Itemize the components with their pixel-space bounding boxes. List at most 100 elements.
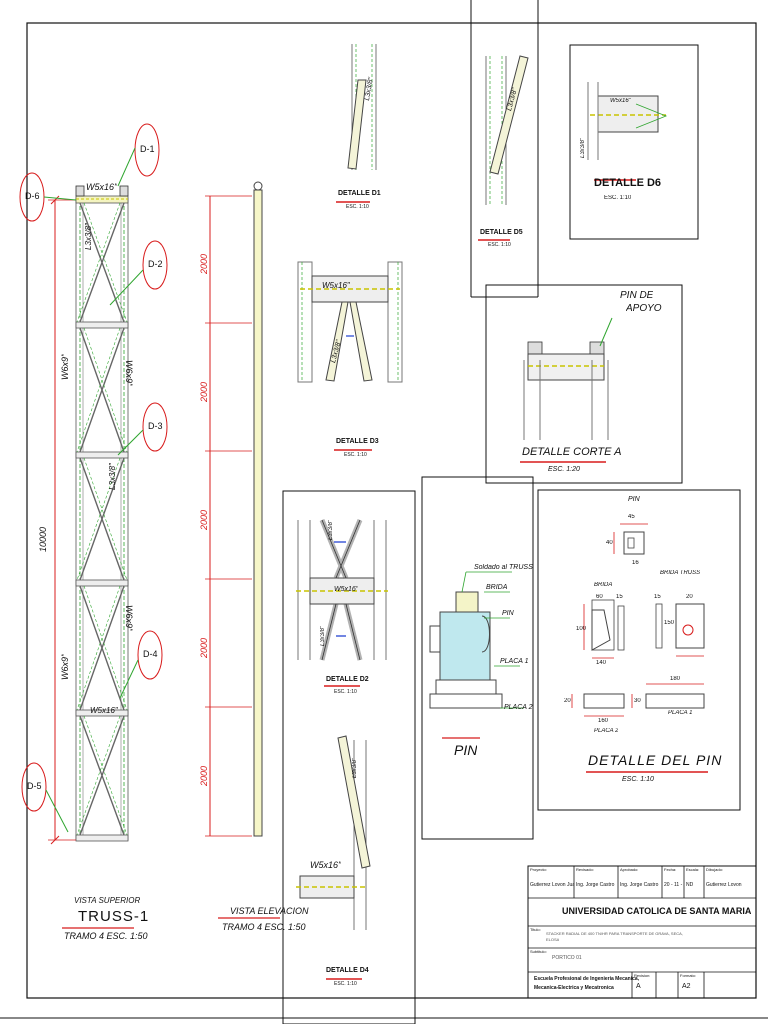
pin-detail-dim: 40 [606,540,613,546]
top-view-title: VISTA SUPERIOR [74,896,141,905]
pin-detail-dim: 15 [616,594,623,600]
d6-beam-label: W5x16" [610,98,631,104]
pin-view-pin: PIN [502,610,514,617]
d6-scale: ESC. 1:10 [604,195,632,201]
pin-view-placa-2: PLACA 2 [504,704,533,711]
truss-label-w6-right-1: W6x9" [124,360,134,387]
elevation-title: VISTA ELEVACION [230,906,309,916]
d6-title: DETALLE D6 [594,177,662,189]
detail-corte-a-drawing [485,284,683,484]
truss-label-w6-left-2: W6x9" [60,653,70,680]
pin-detail-scale: ESC. 1:10 [622,776,654,783]
detail-marker-d4: D-4 [143,649,158,659]
corte-a-title: DETALLE CORTE A [522,446,622,458]
tb-revision: A [636,983,641,990]
tb-header-formato: Formato: [680,973,697,978]
d1-scale: ESC. 1:10 [346,204,369,210]
tb-header-subtitulo: Subtitulo: [530,949,547,954]
truss-label-w6-left-1: W6x9" [60,353,70,380]
d5-title: DETALLE D5 [480,229,523,236]
detail-marker-d2: D-2 [148,259,163,269]
pin-detail-placa-1-label: PLACA 1 [668,710,693,716]
tb-header-dibujado: Dibujado: [706,867,723,872]
corte-a-pin-label-1: PIN DE [620,290,654,301]
pin-view-brida: BRIDA [486,584,508,591]
tb-escuela-line-2: Mecanica-Electrica y Mecatronica [534,985,614,991]
truss-total-length: 10000 [38,526,48,552]
d6-angle-label: L3x3/8" [580,137,586,158]
truss-label-w6-right-2: W6x9" [124,605,134,632]
d2-angle-label: L3x3/8" [320,625,326,646]
tb-revisado: Ing. Jorge Castro [576,882,615,888]
detail-d5-drawing [470,0,539,298]
pin-detail-dim: 140 [596,660,607,666]
corte-a-scale: ESC. 1:20 [548,466,580,473]
tb-header-proyecto: Proyecto: [530,867,547,872]
tb-header-titulo: Titulo: [530,927,541,932]
tb-aprobado: Ing. Jorge Castro [620,882,659,888]
title-block-frame [527,865,757,999]
pin-view-drawing [421,476,534,840]
detail-marker-d6: D-6 [25,191,40,201]
tb-escuela-line-1: Escuela Profesional de Ingenieria Mecani… [534,976,640,982]
elevation-view [205,181,280,919]
detail-d1-drawing [336,44,377,203]
sheet-frame [26,22,757,999]
tb-university: UNIVERSIDAD CATOLICA DE SANTA MARIA [562,906,752,916]
d4-title: DETALLE D4 [326,967,369,974]
pin-detail-brida-truss-label: BRIDA TRUSS [660,570,701,576]
corte-a-pin-label-2: APOYO [626,303,662,314]
tb-fecha: 20 - 11 - 2019 [664,882,684,888]
pin-view-title: PIN [454,742,478,758]
tb-proyecto: Gutierrez Lovon Juan [530,882,574,888]
d3-scale: ESC. 1:10 [344,452,367,458]
pin-detail-dim: 20 [564,698,571,704]
detail-d3-drawing [297,261,403,451]
tb-header-fecha: Fecha: [664,867,677,872]
detail-marker-d3: D-3 [148,421,163,431]
pin-view-placa-1: PLACA 1 [500,658,529,665]
pin-detail-title: DETALLE DEL PIN [588,752,723,768]
pin-detail-placa-2-label: PLACA 2 [594,728,619,734]
d5-scale: ESC. 1:10 [488,242,511,248]
tb-subtitulo: PORTICO 01 [552,955,582,961]
pin-detail-dim: 160 [598,718,609,724]
pin-detail-drawing [537,489,741,811]
tb-dibujado: Gutierrez Lovon [706,882,742,888]
d2-beam-label: W5x16" [334,586,359,593]
tb-titulo-line-2: ELOSA [546,937,560,942]
tb-header-escala: Escala: [686,867,700,872]
detail-marker-d1: D-1 [140,144,155,154]
tb-header-aprobado: Aprobado: [620,867,639,872]
tb-header-revisado: Revisado: [576,867,594,872]
truss-label-w5-top: W5x16" [86,182,118,192]
elevation-dim-1: 2000 [199,253,209,274]
pin-detail-dim: 45 [628,514,635,520]
pin-detail-pin-label: PIN [628,496,640,503]
detail-marker-leaders [19,123,168,833]
tb-escala: ND [686,882,694,888]
top-view-scale: TRAMO 4 ESC. 1:50 [64,931,148,941]
pin-detail-brida-label: BRIDA [594,582,613,588]
elevation-dim-5: 2000 [199,765,209,786]
d3-title: DETALLE D3 [336,438,379,445]
d4-angle-label: L3x3/8" [352,757,358,778]
truss-angle-label: L3x3/8" [108,463,117,490]
d3-beam-label: W5x16" [322,281,350,290]
elevation-scale: TRAMO 4 ESC. 1:50 [222,922,306,932]
pin-detail-dim: 20 [686,594,693,600]
pin-detail-dim: 30 [634,698,641,704]
truss-name: TRUSS-1 [78,908,150,925]
d4-scale: ESC. 1:10 [334,981,357,987]
d2-scale: ESC. 1:10 [334,689,357,695]
elevation-dim-3: 2000 [199,509,209,530]
truss-top-view [48,185,134,929]
tb-formato: A2 [682,983,691,990]
d2-title: DETALLE D2 [326,676,369,683]
elevation-dim-4: 2000 [199,637,209,658]
d4-beam-label: W5x16" [310,860,342,870]
d1-title: DETALLE D1 [338,190,381,197]
pin-detail-dim: 15 [654,594,661,600]
truss-angle-label: L3x3/8" [84,223,93,250]
elevation-dim-2: 2000 [199,381,209,402]
